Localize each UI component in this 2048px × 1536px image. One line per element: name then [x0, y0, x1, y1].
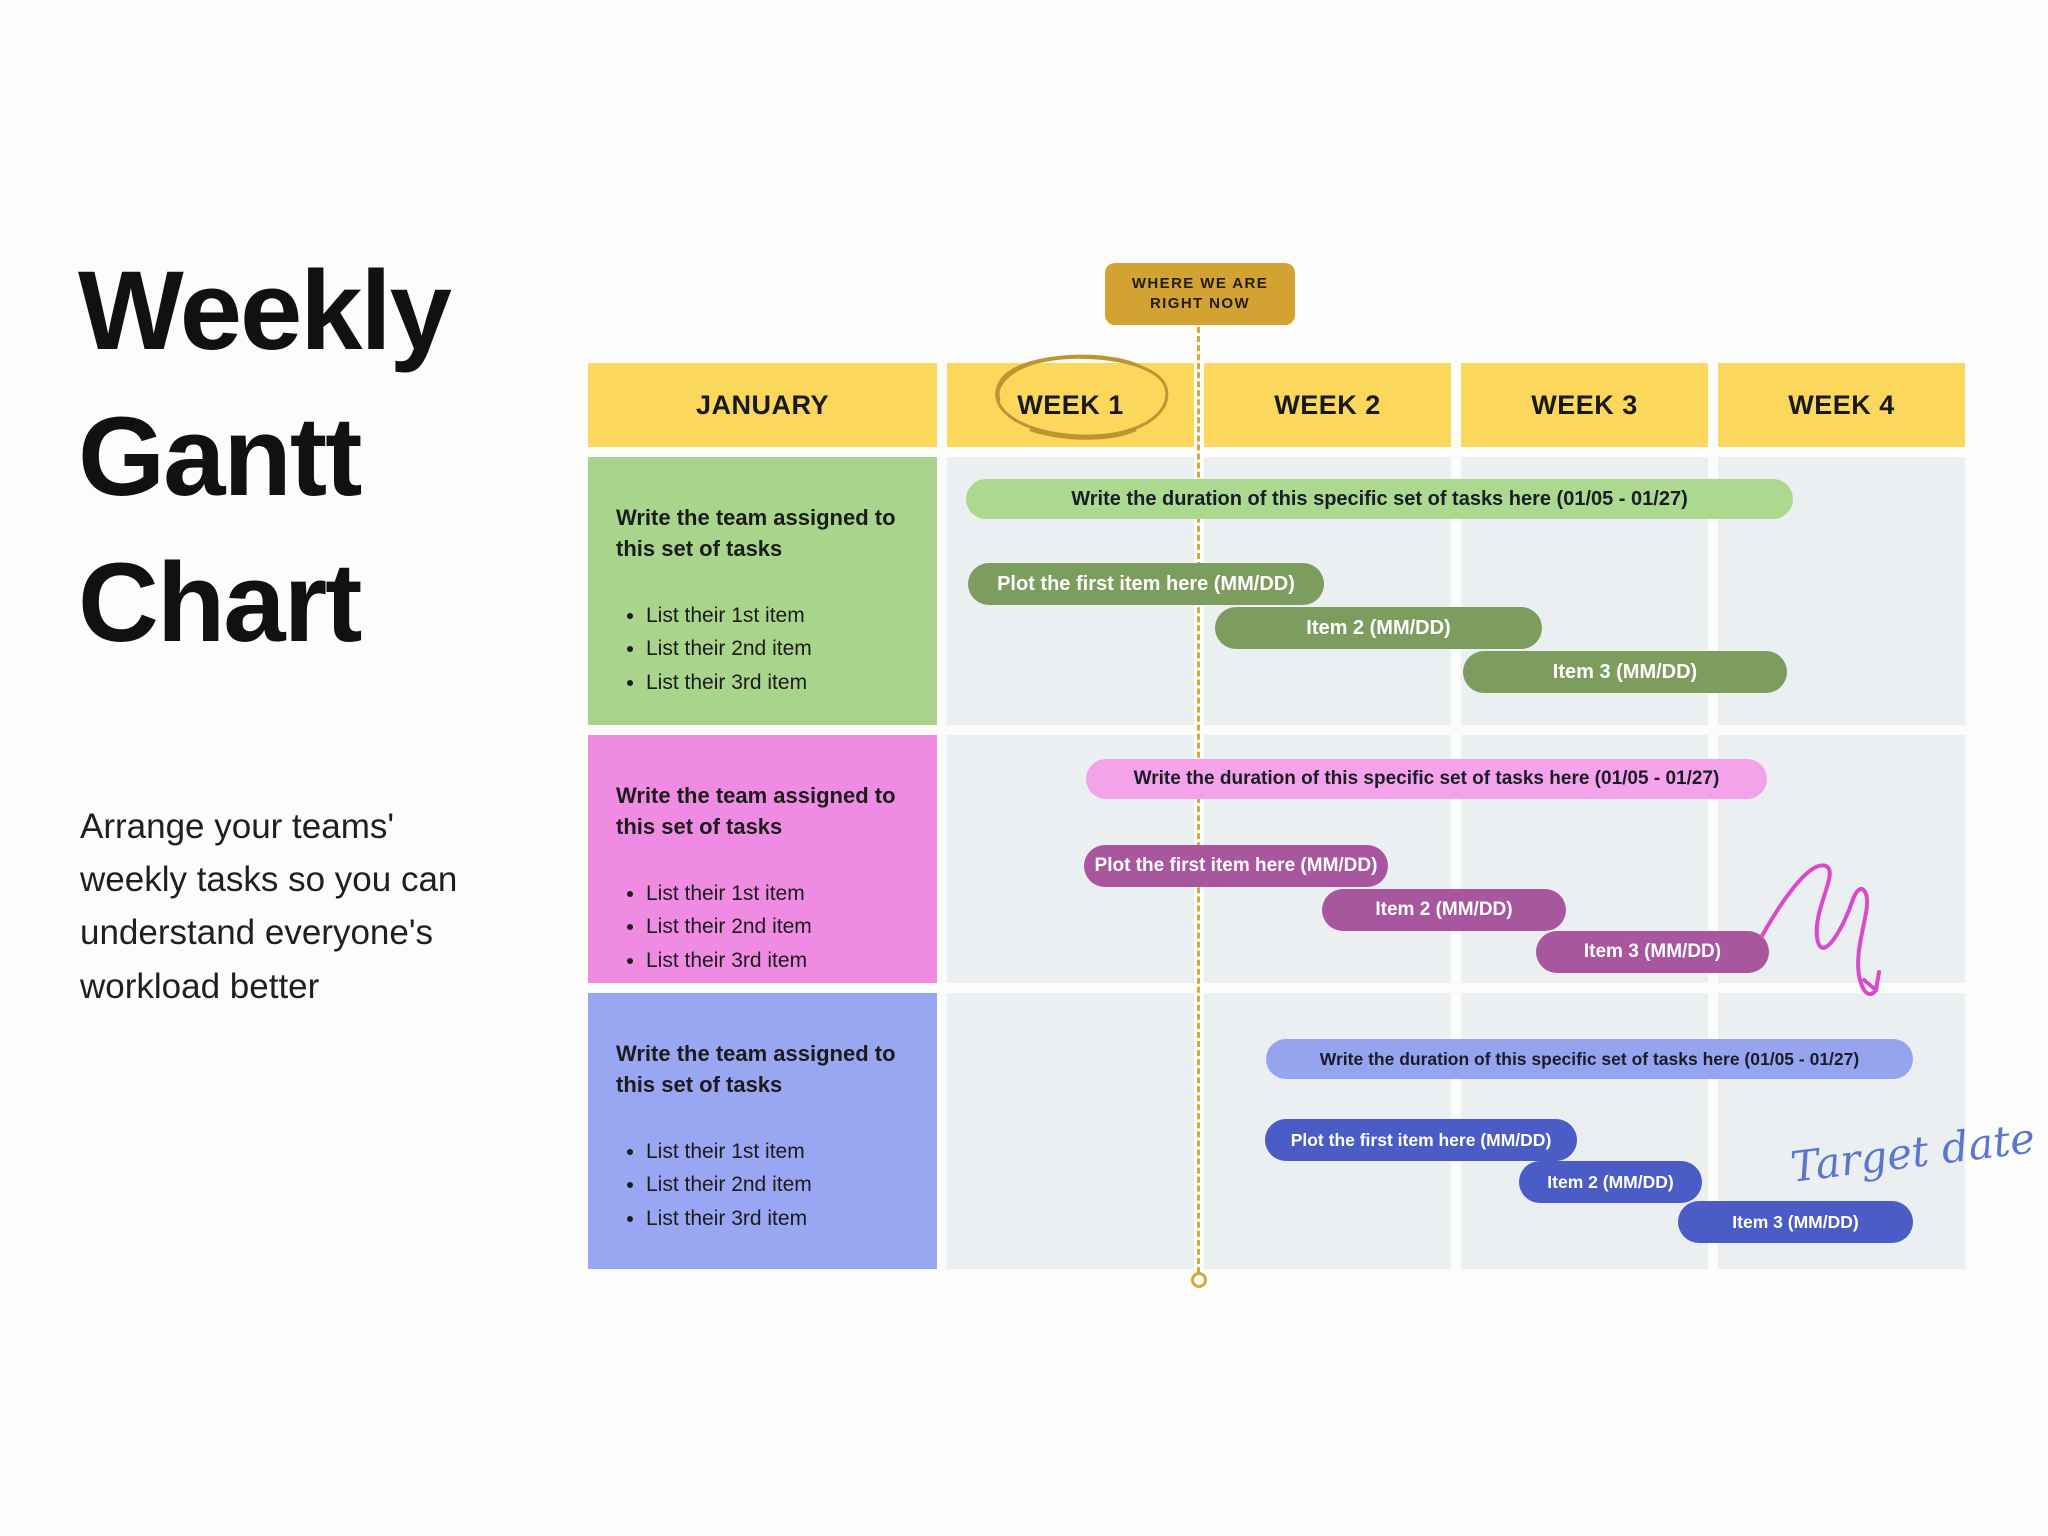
curved-arrow-doodle-icon — [1760, 863, 1881, 997]
bullet-item: List their 1st item — [646, 877, 917, 911]
team-cell-row-2[interactable]: Write the team assigned to this set of t… — [588, 735, 937, 983]
duration-bar-row-1[interactable]: Write the duration of this specific set … — [966, 479, 1793, 519]
item-bar-row-1-2[interactable]: Item 2 (MM/DD) — [1215, 607, 1542, 649]
week-header-label: WEEK 2 — [1274, 389, 1381, 420]
page-title: Weekly Gantt Chart — [78, 238, 452, 676]
page-title-line: Chart — [78, 540, 362, 665]
team-cell-row-3[interactable]: Write the team assigned to this set of t… — [588, 993, 937, 1269]
gantt-band-row-1: Write the duration of this specific set … — [947, 457, 1965, 725]
week-header-cell-3[interactable]: WEEK 3 — [1461, 363, 1708, 447]
week-header-cell-1[interactable]: WEEK 1 — [947, 363, 1194, 447]
bullet-item: List their 2nd item — [646, 1168, 917, 1202]
week-header-cell-2[interactable]: WEEK 2 — [1204, 363, 1451, 447]
team-cell-row-1[interactable]: Write the team assigned to this set of t… — [588, 457, 937, 725]
duration-bar-row-2[interactable]: Write the duration of this specific set … — [1086, 759, 1767, 799]
team-bullet-list: List their 1st item List their 2nd item … — [616, 877, 917, 978]
gantt-band-row-2: Write the duration of this specific set … — [947, 735, 1965, 983]
bullet-item: List their 1st item — [646, 599, 917, 633]
item-bar-row-2-2[interactable]: Item 2 (MM/DD) — [1322, 889, 1566, 931]
bullet-item: List their 3rd item — [646, 666, 917, 700]
now-timeline-end-dot — [1191, 1272, 1207, 1288]
gantt-table: JANUARY WEEK 1 WEEK 2 WEEK 3 WEEK 4 Writ… — [588, 363, 1965, 1269]
bullet-item: List their 3rd item — [646, 944, 917, 978]
bullet-item: List their 2nd item — [646, 632, 917, 666]
team-heading: Write the team assigned to this set of t… — [616, 505, 896, 561]
team-heading: Write the team assigned to this set of t… — [616, 1041, 896, 1097]
now-marker-label-line1: WHERE WE ARE — [1131, 274, 1269, 292]
week1-circle-doodle-icon — [995, 354, 1169, 440]
week-header-label: WEEK 3 — [1531, 389, 1638, 420]
item-bar-row-3-3[interactable]: Item 3 (MM/DD) — [1678, 1201, 1913, 1243]
duration-bar-row-3[interactable]: Write the duration of this specific set … — [1266, 1039, 1913, 1079]
item-bar-row-2-3[interactable]: Item 3 (MM/DD) — [1536, 931, 1769, 973]
item-bar-row-1-1[interactable]: Plot the first item here (MM/DD) — [968, 563, 1324, 605]
bullet-item: List their 1st item — [646, 1135, 917, 1169]
item-bar-row-3-1[interactable]: Plot the first item here (MM/DD) — [1265, 1119, 1577, 1161]
page-title-line: Weekly — [78, 248, 452, 373]
team-bullet-list: List their 1st item List their 2nd item … — [616, 599, 917, 700]
week-header-cell-4[interactable]: WEEK 4 — [1718, 363, 1965, 447]
gantt-band-row-3: Write the duration of this specific set … — [947, 993, 1965, 1269]
team-heading: Write the team assigned to this set of t… — [616, 783, 896, 839]
gantt-grid-cell — [947, 993, 1194, 1269]
page-title-line: Gantt — [78, 394, 362, 519]
week-header-label: WEEK 1 — [1017, 389, 1124, 420]
month-header-cell[interactable]: JANUARY — [588, 363, 937, 447]
item-bar-row-3-2[interactable]: Item 2 (MM/DD) — [1519, 1161, 1702, 1203]
team-bullet-list: List their 1st item List their 2nd item … — [616, 1135, 917, 1236]
now-marker-badge[interactable]: WHERE WE ARE RIGHT NOW — [1105, 263, 1295, 325]
month-header-label: JANUARY — [695, 389, 829, 420]
bullet-item: List their 2nd item — [646, 910, 917, 944]
now-timeline-dashed-line — [1197, 327, 1200, 1273]
bullet-item: List their 3rd item — [646, 1202, 917, 1236]
item-bar-row-1-3[interactable]: Item 3 (MM/DD) — [1463, 651, 1787, 693]
week-header-label: WEEK 4 — [1788, 389, 1895, 420]
page-subtitle: Arrange your teams' weekly tasks so you … — [80, 807, 458, 1006]
item-bar-row-2-1[interactable]: Plot the first item here (MM/DD) — [1084, 845, 1388, 887]
now-marker-label-line2: RIGHT NOW — [1149, 295, 1251, 312]
